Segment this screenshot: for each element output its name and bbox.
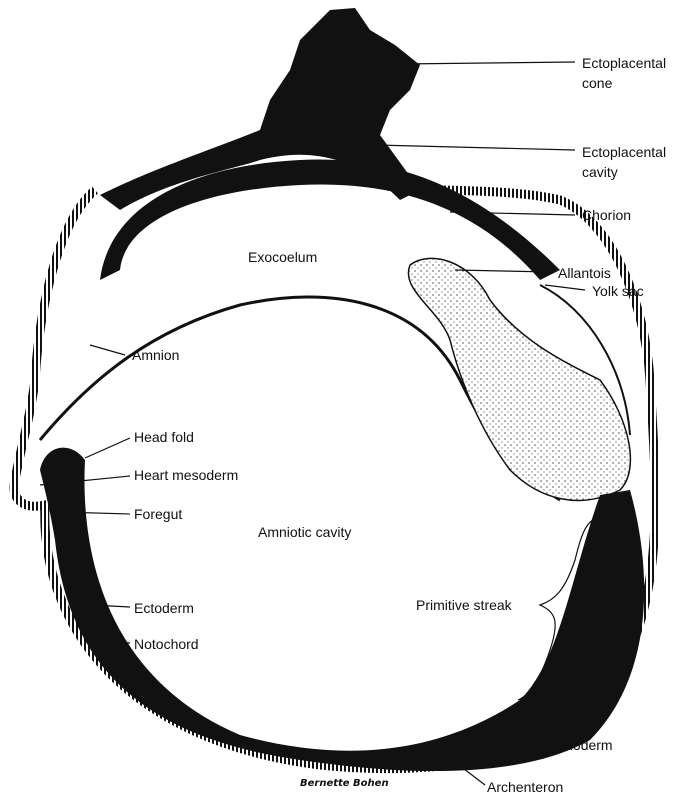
label-endoderm: Endoderm bbox=[548, 737, 613, 753]
label-primitive-streak: Primitive streak bbox=[416, 597, 513, 613]
label-ectoplacental-cavity-1: Ectoplacental bbox=[582, 144, 666, 160]
label-amniotic-cavity: Amniotic cavity bbox=[258, 524, 351, 540]
label-allantois: Allantois bbox=[558, 265, 611, 281]
label-heart-mesoderm: Heart mesoderm bbox=[134, 467, 238, 483]
primitive-streak-brace bbox=[517, 517, 599, 701]
label-head-fold: Head fold bbox=[134, 429, 194, 445]
chorion bbox=[100, 159, 560, 280]
label-chorion: Chorion bbox=[582, 207, 631, 223]
label-ectoderm: Ectoderm bbox=[134, 600, 194, 616]
yolk-sac-inner bbox=[539, 284, 631, 436]
label-amnion: Amnion bbox=[132, 347, 179, 363]
label-ectoplacental-cavity-2: cavity bbox=[582, 164, 618, 180]
ectoplacental-cone bbox=[100, 8, 420, 210]
label-notochord: Notochord bbox=[134, 636, 199, 652]
leader-lines bbox=[39, 61, 586, 786]
label-ectoplacental-cone-1: Ectoplacental bbox=[582, 55, 666, 71]
label-archenteron: Archenteron bbox=[487, 779, 563, 795]
label-exocoelum: Exocoelum bbox=[248, 249, 317, 265]
label-foregut: Foregut bbox=[134, 506, 182, 522]
label-yolk-sac: Yolk sac bbox=[592, 283, 644, 299]
artist-signature: Bernette Bohen bbox=[300, 778, 389, 789]
embryo-body bbox=[40, 447, 645, 772]
label-ectoplacental-cone-2: cone bbox=[582, 75, 613, 91]
allantois bbox=[407, 257, 632, 502]
